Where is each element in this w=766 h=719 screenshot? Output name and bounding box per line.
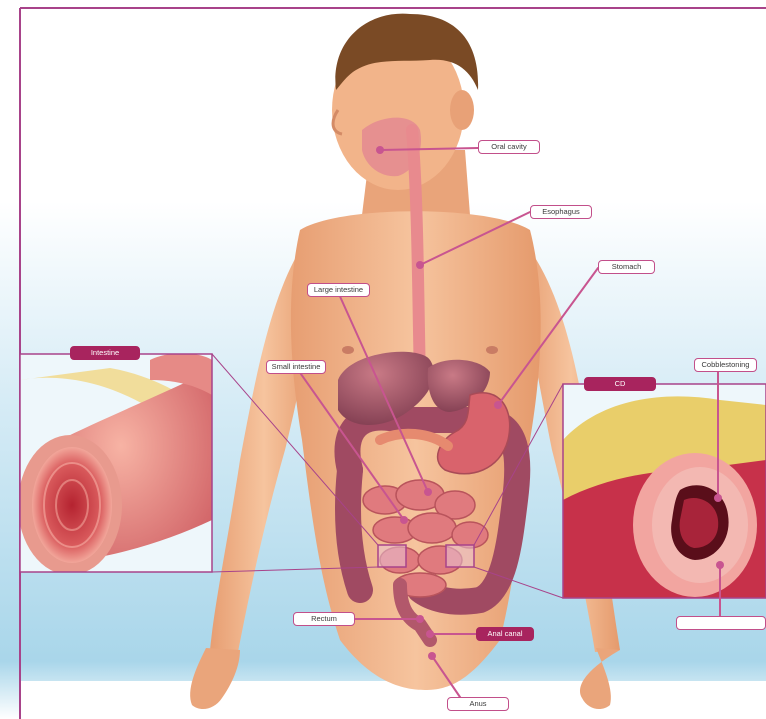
intestine-inset [18, 353, 212, 575]
label-large-intestine: Large intestine [307, 283, 370, 297]
label-cobblestoning: Cobblestoning [694, 358, 757, 372]
label-esophagus: Esophagus [530, 205, 592, 219]
label-ulcer [676, 616, 766, 630]
label-stomach: Stomach [598, 260, 655, 274]
label-small-intestine: Small intestine [266, 360, 326, 374]
label-anal-canal: Anal canal [476, 627, 534, 641]
inset-title-cd: CD [584, 377, 656, 391]
cd-inset [563, 384, 766, 598]
label-rectum: Rectum [293, 612, 355, 626]
label-anus: Anus [447, 697, 509, 711]
label-oral-cavity: Oral cavity [478, 140, 540, 154]
inset-title-intestine: Intestine [70, 346, 140, 360]
